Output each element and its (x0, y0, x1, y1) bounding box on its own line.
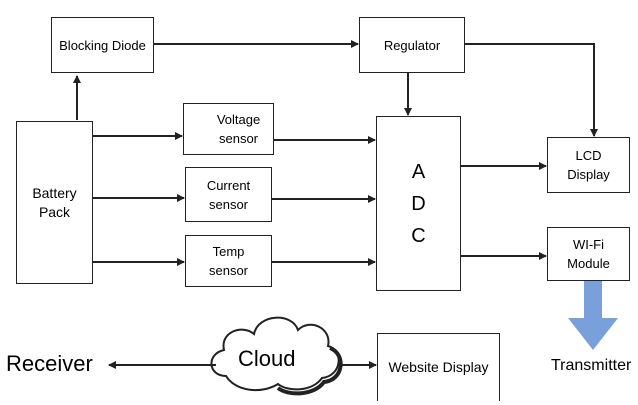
adc-label-d: D (411, 192, 426, 215)
battery-pack-label-line2: Pack (38, 203, 71, 220)
voltage-sensor-label-line2: sensor (218, 131, 259, 146)
transmit-arrow (568, 281, 618, 350)
lcd-display-label-line2: Display (567, 167, 610, 182)
current-sensor-box: Current sensor (185, 167, 272, 222)
current-sensor-label-line2: sensor (208, 196, 249, 212)
wifi-module-label-line2: Module (567, 256, 610, 271)
temp-sensor-label-line2: sensor (208, 263, 249, 278)
lcd-display-label-line1: LCD (575, 148, 602, 163)
battery-pack-box: Battery Pack (16, 121, 93, 284)
cloud-shadow (276, 346, 343, 396)
website-display-label: Website Display (388, 359, 489, 375)
receiver-label: Receiver (6, 351, 93, 376)
battery-pack-label-line1: Battery (32, 184, 77, 201)
adc-label-a: A (411, 160, 426, 183)
blocking-diode-box: Blocking Diode (51, 17, 154, 73)
cloud-label: Cloud (238, 346, 296, 371)
adc-label-c: C (411, 224, 426, 247)
current-sensor-label-line1: Current (206, 177, 251, 193)
website-display-box: Website Display (377, 333, 500, 401)
wifi-module-label-line1: WI-Fi (572, 237, 605, 252)
transmitter-label: Transmitter (551, 357, 632, 374)
voltage-sensor-box: Voltage sensor (183, 103, 274, 155)
regulator-label: Regulator (383, 37, 441, 53)
temp-sensor-label-line1: Temp (212, 244, 245, 259)
lcd-display-box: LCD Display (547, 137, 630, 193)
adc-box: A D C (376, 116, 461, 291)
arrow-regulator-to-lcd (465, 43, 598, 137)
regulator-box: Regulator (359, 17, 465, 73)
voltage-sensor-label-line1: Voltage (216, 112, 261, 127)
wifi-module-box: WI-Fi Module (547, 227, 630, 281)
temp-sensor-box: Temp sensor (185, 235, 272, 287)
cloud-shape (210, 316, 340, 392)
blocking-diode-label: Blocking Diode (59, 37, 146, 53)
